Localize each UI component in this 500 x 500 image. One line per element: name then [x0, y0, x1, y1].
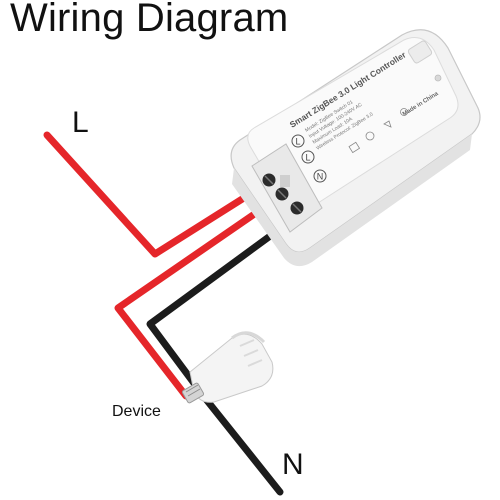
device-socket — [181, 331, 274, 404]
live-wire-input — [43, 131, 270, 258]
device-label: Device — [112, 403, 161, 420]
pairing-button — [407, 40, 433, 64]
terminal-mark-l2: L — [305, 153, 310, 163]
terminal-mark-l1: L — [295, 137, 300, 147]
status-led-icon — [434, 74, 442, 82]
terminal-block — [251, 143, 323, 233]
certification-icons — [348, 108, 408, 154]
live-label: L — [72, 106, 89, 139]
diagram-title: Wiring Diagram — [10, 0, 289, 40]
neutral-label: N — [282, 448, 304, 481]
terminal-mark-n: N — [317, 172, 324, 182]
light-controller: L L N Smart ZigBee 3.0 Light Controller … — [230, 29, 481, 267]
